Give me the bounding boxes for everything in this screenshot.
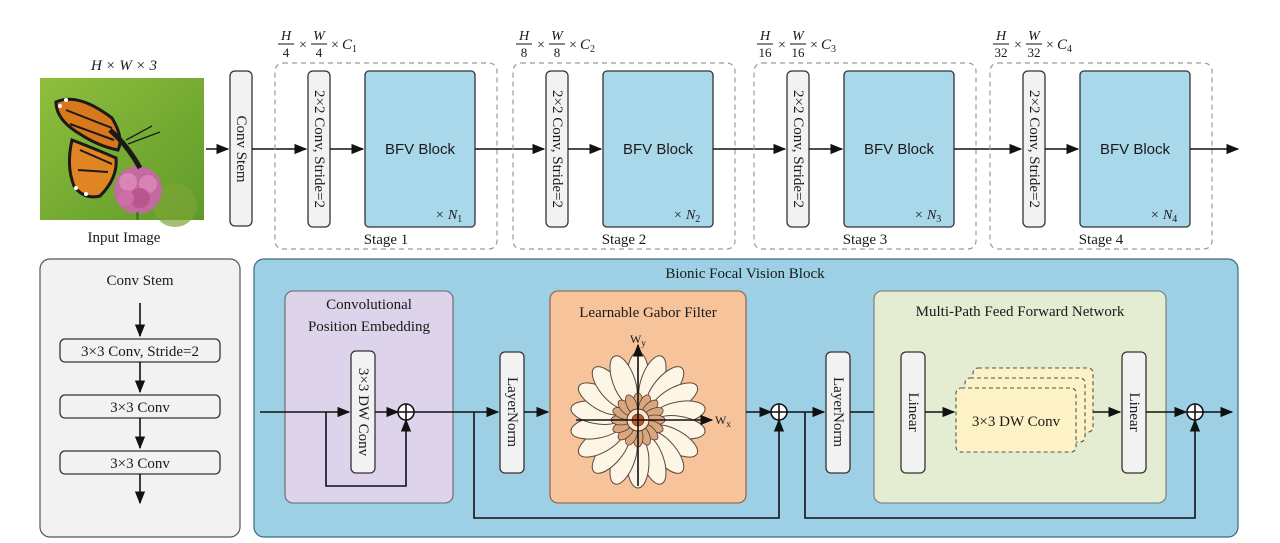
bfv-block-label: BFV Block [1100,141,1171,158]
stage-dim-h-den: 32 [995,45,1008,60]
input-image-label: Input Image [88,230,161,246]
stage-dim-w-den: 8 [554,45,561,60]
layernorm-2-label: LayerNorm [830,377,846,447]
block-repeat-label: × N1 [435,208,462,225]
stage-dim-c: C2 [580,37,595,55]
mffn-dwconv-label: 3×3 DW Conv [972,414,1061,430]
downsample-label: 2×2 Conv, Stride=2 [311,90,327,208]
bfv-block-label: BFV Block [385,141,456,158]
conv-stem-label: Conv Stem [233,115,249,182]
stage-label: Stage 4 [1079,232,1124,248]
cpe-title-line1: Convolutional [326,297,412,313]
bfv-block-title: Bionic Focal Vision Block [665,266,825,282]
stage-dim-h-num: H [280,29,292,44]
gabor-title: Learnable Gabor Filter [579,305,716,321]
conv-stem-panel-title: Conv Stem [106,273,173,289]
stage-dim-w-num: W [313,29,326,44]
stage-dims-label: H32×W32×C4 [993,29,1072,60]
block-repeat-label: × N3 [914,208,941,225]
stage-dim-w-den: 4 [316,45,323,60]
stage-dim-w-num: W [1028,29,1041,44]
stage-dims-label: H16×W16×C3 [757,29,836,60]
stem-layer-3-label: 3×3 Conv [110,456,170,472]
mffn-linear-1-label: Linear [905,392,921,431]
times-sign: × [331,38,339,53]
stage-frame [512,62,736,250]
mffn-dwconv-path-1 [955,387,1077,453]
cpe-dwconv-label: 3×3 DW Conv [355,368,371,457]
stage-dim-w-num: W [551,29,564,44]
flower-icon [114,166,162,220]
stage-dim-w-den: 16 [792,45,806,60]
times-sign: × [569,38,577,53]
input-image [40,78,204,227]
mffn-title: Multi-Path Feed Forward Network [916,304,1125,320]
stage-dim-w-den: 32 [1028,45,1041,60]
gabor-axis-x-label: Wx [715,413,731,429]
stage-dims-label: H8×W8×C2 [516,29,595,60]
stage-dim-h-num: H [759,29,771,44]
downsample-label: 2×2 Conv, Stride=2 [790,90,806,208]
add-node-1 [397,403,415,421]
stage-dim-c: C1 [342,37,357,55]
residual-path-1 [473,412,785,519]
times-sign: × [1014,38,1022,53]
input-dims-label: H × W × 3 [90,58,157,74]
stage-frame [753,62,977,250]
add-node-2 [770,403,788,421]
block-repeat-label: × N4 [1150,208,1177,225]
stage-dim-w-num: W [792,29,805,44]
add-node-3 [1186,403,1204,421]
times-sign: × [537,38,545,53]
stage-dim-h-den: 16 [759,45,773,60]
stage-label: Stage 2 [602,232,647,248]
cpe-title-line2: Position Embedding [308,319,431,335]
stage-dim-h-den: 8 [521,45,528,60]
butterfly-icon [54,97,161,199]
times-sign: × [810,38,818,53]
stage-frame [274,62,498,250]
stage-frame [989,62,1213,250]
residual-path-2 [804,412,1201,519]
bfv-block-label: BFV Block [864,141,935,158]
stage-dims-label: H4×W4×C1 [278,29,357,60]
downsample-label: 2×2 Conv, Stride=2 [549,90,565,208]
mffn-linear-2-label: Linear [1126,392,1142,431]
downsample-label: 2×2 Conv, Stride=2 [1026,90,1042,208]
stage-label: Stage 1 [364,232,409,248]
stage-dim-c: C3 [821,37,836,55]
stem-layer-1-label: 3×3 Conv, Stride=2 [81,344,199,360]
stage-label: Stage 3 [843,232,888,248]
gabor-filter-icon [570,351,706,489]
block-repeat-label: × N2 [673,208,700,225]
stage-dim-c: C4 [1057,37,1072,55]
stem-layer-2-label: 3×3 Conv [110,400,170,416]
times-sign: × [1046,38,1054,53]
layernorm-1-label: LayerNorm [504,377,520,447]
stage-dim-h-num: H [518,29,530,44]
stage-dim-h-den: 4 [283,45,290,60]
times-sign: × [778,38,786,53]
bfv-block-label: BFV Block [623,141,694,158]
times-sign: × [299,38,307,53]
cpe-residual-path [325,412,412,487]
gabor-axis-y-label: Wy [630,332,646,348]
stage-dim-h-num: H [995,29,1007,44]
